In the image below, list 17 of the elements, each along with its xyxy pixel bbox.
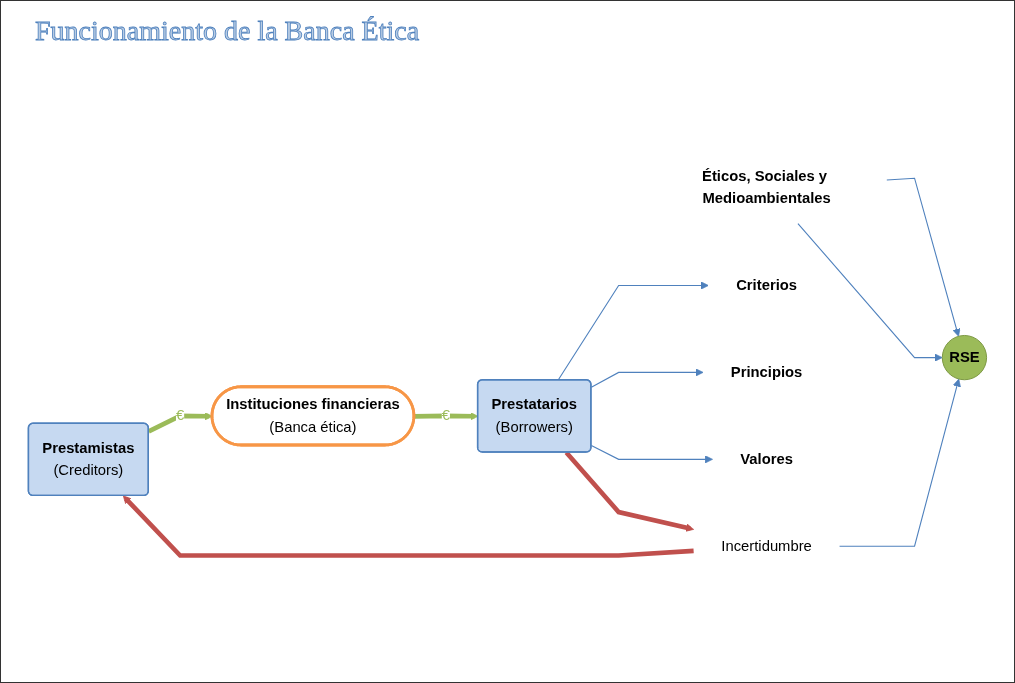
edge-label: € bbox=[441, 407, 450, 424]
edge-label: € bbox=[176, 407, 185, 424]
node-text: Éticos, Sociales y Medioambientales bbox=[702, 168, 831, 207]
arrow bbox=[122, 495, 694, 558]
arrow bbox=[839, 378, 961, 547]
diagram-title: Funcionamiento de la Banca Ética bbox=[35, 15, 420, 47]
arrow bbox=[590, 445, 713, 464]
arrow bbox=[797, 223, 943, 362]
node-text: Principios bbox=[730, 364, 803, 380]
node-text: Criterios bbox=[736, 277, 798, 294]
arrow bbox=[557, 281, 709, 381]
node-text: Incertidumbre bbox=[721, 538, 812, 554]
arrow bbox=[564, 451, 694, 532]
arrow bbox=[590, 368, 704, 388]
node-circle: RSE bbox=[941, 335, 988, 381]
arrow bbox=[886, 177, 961, 337]
node-text: Valores bbox=[740, 451, 793, 467]
